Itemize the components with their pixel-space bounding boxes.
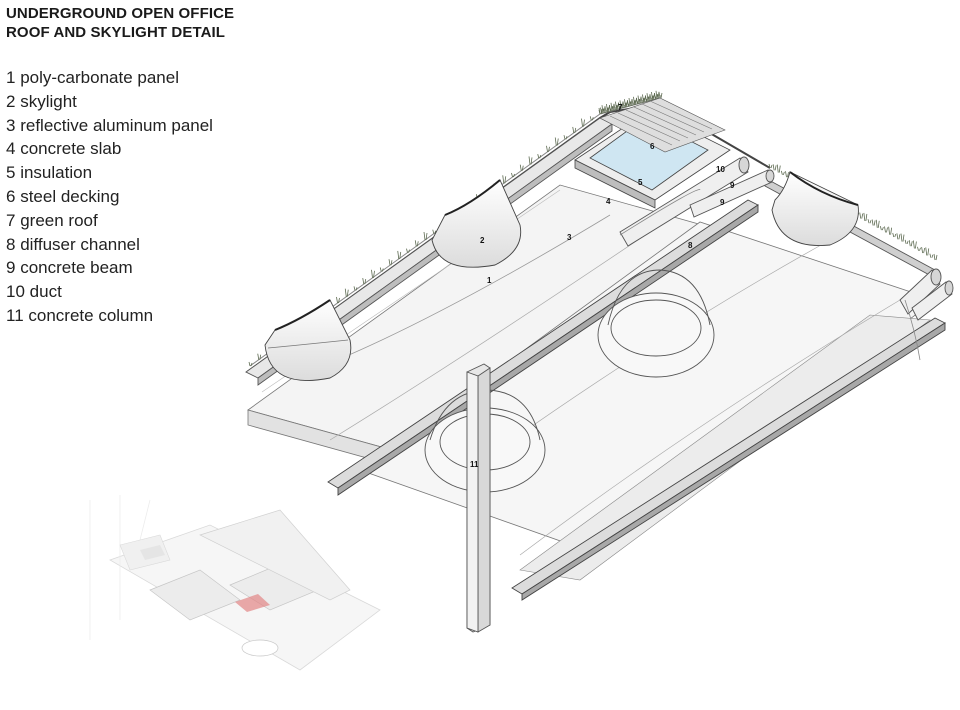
grass-tuft <box>336 296 340 304</box>
steel-decking <box>599 97 726 153</box>
grass-tuft <box>859 212 864 219</box>
concrete-column <box>466 363 491 633</box>
grass-tuft <box>888 226 893 235</box>
grass-tuft <box>546 145 550 152</box>
callout-3: 3 <box>567 233 572 242</box>
grass-tuft <box>776 164 781 173</box>
grass-tuft <box>912 240 917 249</box>
callout-6: 6 <box>650 142 655 151</box>
callout-8: 8 <box>688 241 693 250</box>
legend-item: 11 concrete column <box>6 305 154 325</box>
callout-2: 2 <box>480 236 485 245</box>
grass-tuft <box>871 219 876 226</box>
grass-tuft <box>768 163 773 169</box>
legend-item: 2 skylight <box>6 91 77 111</box>
legend: 1 poly-carbonate panel 2 skylight 3 refl… <box>6 66 213 328</box>
grass-tuft <box>379 267 384 272</box>
grass-tuft <box>353 286 358 291</box>
diffuser-channel-lower <box>511 317 946 601</box>
grass-tuft <box>904 239 909 245</box>
grass-tuft <box>896 233 901 240</box>
grass-tuft <box>863 212 868 221</box>
legend-item: 4 concrete slab <box>6 139 122 159</box>
callout-1: 1 <box>487 276 492 285</box>
grass-tuft <box>867 219 872 224</box>
legend-item: 8 diffuser channel <box>6 234 140 254</box>
grass-tuft <box>554 137 559 146</box>
title-line-1: UNDERGROUND OPEN OFFICE <box>6 5 235 22</box>
skylight-right <box>771 171 859 246</box>
grass-tuft <box>502 175 507 184</box>
grass-tuft <box>925 247 930 256</box>
grass-tuft <box>414 240 419 247</box>
grass-tuft <box>248 361 253 367</box>
grass-tuft <box>362 278 367 285</box>
grass-tuft <box>772 164 777 171</box>
grass-tuft <box>511 172 515 178</box>
legend-item: 9 concrete beam <box>6 258 133 278</box>
callout-4: 4 <box>606 197 611 206</box>
diagram-title: UNDERGROUND OPEN OFFICE ROOF AND SKYLIGH… <box>6 4 234 42</box>
grass-tuft <box>563 135 568 140</box>
callout-10: 10 <box>716 165 725 174</box>
legend-item: 6 steel decking <box>6 186 120 206</box>
grass-tuft <box>537 154 542 159</box>
grass-tuft <box>528 156 533 165</box>
grass-tuft <box>658 91 663 99</box>
duct-upper <box>619 156 775 247</box>
title-line-2: ROOF AND SKYLIGHT DETAIL <box>6 24 226 41</box>
grass-tuft <box>875 219 880 228</box>
light-well-upper <box>597 269 715 378</box>
grass-tuft <box>892 232 897 238</box>
grass-tuft <box>397 250 402 259</box>
callout-5: 5 <box>638 178 643 187</box>
grass-tuft <box>344 288 349 297</box>
grass-tuft <box>519 164 524 171</box>
site-context-model <box>89 495 381 671</box>
grass-tuft <box>933 253 938 261</box>
duct-lower <box>899 268 954 321</box>
legend-item: 5 insulation <box>6 163 93 183</box>
grass-tuft <box>785 171 789 178</box>
callout-9b: 9 <box>720 198 725 207</box>
callout-11: 11 <box>470 460 479 469</box>
grass-tuft <box>432 229 437 234</box>
grass-tuft <box>589 116 594 121</box>
grass-tuft <box>371 269 375 278</box>
grass-tuft <box>908 240 913 247</box>
callout-9a: 9 <box>730 181 735 190</box>
grass-tuft <box>257 353 262 360</box>
legend-item: 1 poly-carbonate panel <box>6 68 179 87</box>
grass-tuft <box>921 247 926 254</box>
grass-tuft <box>572 126 577 133</box>
grass-tuft <box>780 170 785 176</box>
grass-tuft <box>388 259 393 266</box>
grass-tuft <box>929 253 934 258</box>
vault-arc-a <box>619 189 921 361</box>
skylight-middle <box>431 179 522 268</box>
grass-tuft <box>884 226 888 233</box>
grass-tuft <box>900 233 905 242</box>
legend-item: 3 reflective aluminum panel <box>6 115 213 135</box>
skylight-left <box>264 299 352 381</box>
callout-7: 7 <box>618 103 623 112</box>
grass-tuft <box>581 118 585 127</box>
grass-tuft <box>406 248 410 253</box>
legend-item: 10 duct <box>6 282 62 302</box>
grass-tuft <box>917 246 921 251</box>
legend-item: 7 green roof <box>6 210 98 230</box>
grass-tuft <box>879 226 884 231</box>
grass-tuft <box>423 231 428 241</box>
